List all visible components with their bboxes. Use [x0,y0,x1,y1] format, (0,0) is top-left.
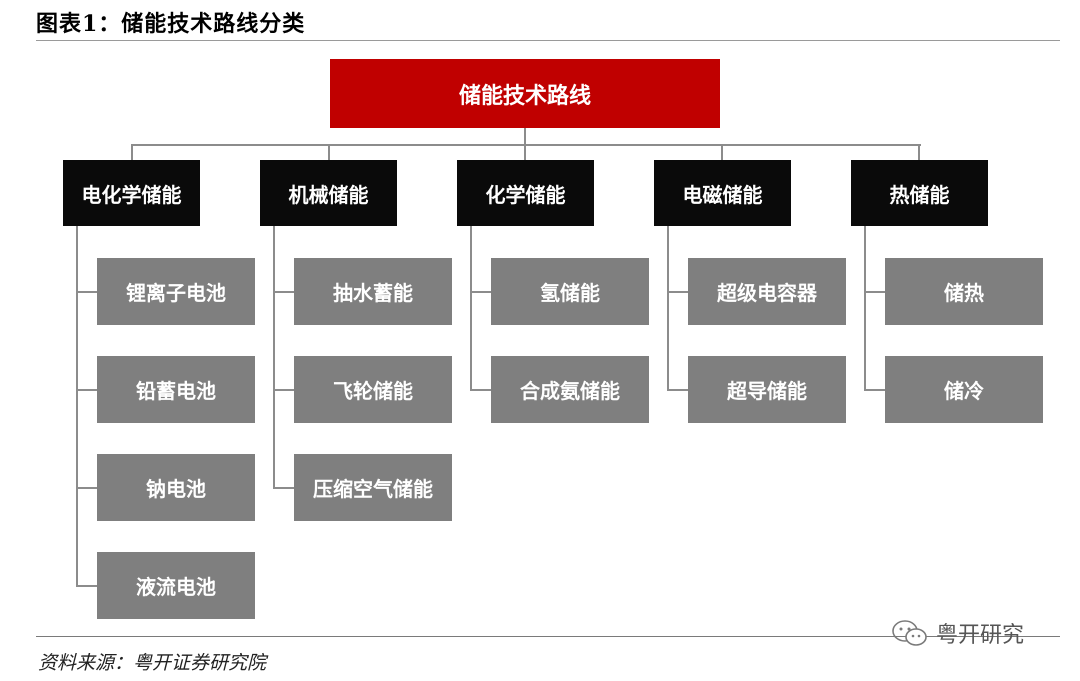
leaf-pumped-hydro: 抽水蓄能 [294,258,452,325]
branch-tick [76,291,97,293]
watermark-text: 粤开研究 [936,623,1025,648]
branch-tick [864,389,885,391]
category-drop [524,144,526,160]
category-drop [918,144,920,160]
leaf-cold-storage: 储冷 [885,356,1043,423]
branch-spine [470,226,472,390]
leaf-ammonia: 合成氨储能 [491,356,649,423]
root-connector [524,128,526,145]
source-note: 资料来源：粤开证券研究院 [38,652,267,674]
leaf-lithium-ion-battery: 锂离子电池 [97,258,255,325]
branch-tick [76,389,97,391]
branch-spine [667,226,669,390]
category-chemical: 化学储能 [457,160,594,226]
branch-tick [273,291,294,293]
category-mechanical: 机械储能 [260,160,397,226]
branch-tick [470,291,491,293]
branch-spine [76,226,78,586]
branch-tick [76,487,97,489]
root-node: 储能技术路线 [330,59,720,128]
leaf-flywheel: 飞轮储能 [294,356,452,423]
branch-spine [864,226,866,390]
category-bus [131,144,921,146]
leaf-hydrogen: 氢储能 [491,258,649,325]
wechat-icon [890,618,930,648]
category-drop [328,144,330,160]
branch-tick [667,291,688,293]
leaf-compressed-air: 压缩空气储能 [294,454,452,521]
branch-tick [273,389,294,391]
leaf-supercapacitor: 超级电容器 [688,258,846,325]
category-electrochemical: 电化学储能 [63,160,200,226]
branch-tick [667,389,688,391]
category-thermal: 热储能 [851,160,988,226]
category-electromagnetic: 电磁储能 [654,160,791,226]
category-drop [131,144,133,160]
watermark: 粤开研究 [890,616,1024,650]
leaf-heat-storage: 储热 [885,258,1043,325]
category-drop [721,144,723,160]
branch-tick [864,291,885,293]
branch-tick [470,389,491,391]
title-divider [36,40,1060,41]
leaf-sodium-battery: 钠电池 [97,454,255,521]
figure-title: 图表1：储能技术路线分类 [36,11,306,37]
branch-tick [273,487,294,489]
leaf-flow-battery: 液流电池 [97,552,255,619]
branch-tick [76,585,97,587]
branch-spine [273,226,275,488]
leaf-lead-acid-battery: 铅蓄电池 [97,356,255,423]
leaf-superconducting: 超导储能 [688,356,846,423]
source-divider [36,636,1060,637]
